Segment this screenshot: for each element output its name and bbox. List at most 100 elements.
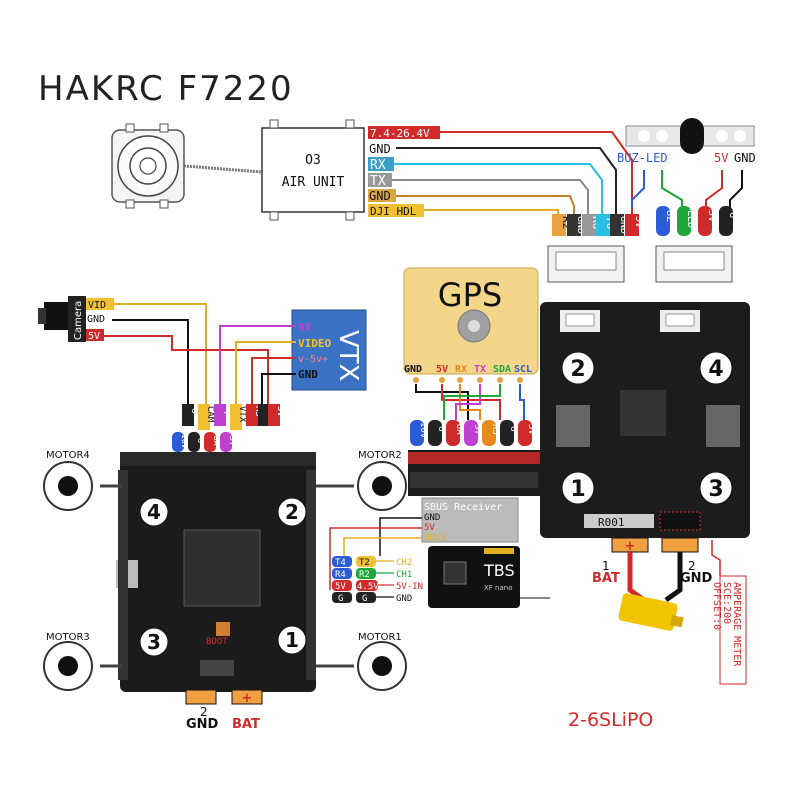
svg-text:5V: 5V [526, 424, 536, 435]
vtx-wires [219, 325, 296, 404]
dji-gnd2-label: GND [369, 189, 391, 203]
svg-text:3: 3 [147, 630, 161, 654]
svg-text:R4: R4 [335, 570, 346, 580]
buz-gnd-label: GND [734, 151, 756, 165]
svg-text:1: 1 [570, 477, 585, 502]
lipo-label: 2-6SLiPO [568, 709, 653, 731]
receiver-row-wires [376, 560, 394, 598]
gps-module: GPS GND 5V RX TX SDA SCL [403, 267, 539, 383]
motor4-icon [43, 461, 122, 511]
svg-text:R2: R2 [359, 570, 370, 580]
buzzer-icon [625, 118, 755, 154]
svg-text:CH1: CH1 [396, 570, 412, 580]
o3-camera-lens-icon [111, 123, 185, 209]
svg-text:G: G [189, 408, 199, 413]
svg-text:DA: DA [212, 436, 221, 446]
svg-text:10V: 10V [418, 422, 428, 439]
camera-wire-labels: VID GND 5V [86, 298, 114, 342]
svg-text:G: G [508, 426, 518, 431]
svg-text:v-5v+: v-5v+ [298, 354, 328, 365]
svg-text:4.5V: 4.5V [357, 582, 379, 592]
svg-text:5V: 5V [275, 406, 285, 417]
svg-text:5V: 5V [706, 210, 717, 222]
fc-battery-pads: + 2 GND BAT [185, 689, 263, 732]
o3-air-unit: O3 AIR UNIT [261, 119, 365, 221]
dji-hdl-label: DJI HDL [370, 205, 417, 218]
esc-battery-pads: + 1 BAT 2 GND [592, 537, 713, 586]
svg-text:2: 2 [285, 500, 299, 524]
buzzer-pads: BZ LED 5V G [656, 206, 738, 236]
svg-text:SDA: SDA [493, 364, 511, 375]
camera-icon: Camera [38, 296, 86, 342]
svg-text:DA: DA [454, 424, 464, 435]
gps-connector-board [408, 450, 540, 496]
svg-text:Camera: Camera [73, 301, 84, 340]
svg-text:VTX: VTX [333, 330, 363, 381]
svg-text:RX: RX [455, 364, 467, 375]
svg-text:10V: 10V [180, 434, 189, 449]
fc-motor-numbers: 4 2 3 1 [139, 497, 307, 657]
esc-top-pad-labels: R2 GND R6 T6 GND 5V [552, 214, 644, 236]
svg-text:CAM: CAM [205, 406, 215, 423]
svg-text:1: 1 [285, 628, 299, 652]
svg-text:VTX: VTX [237, 406, 247, 423]
svg-text:ST: ST [472, 424, 482, 435]
esc-numbers: 2 4 1 3 [561, 351, 733, 505]
amperage-meter-box: AMPERAGE METER SCE:200 OFFSET:0 [711, 540, 747, 685]
dji-rx-label: RX [370, 158, 386, 173]
svg-text:BAT: BAT [232, 717, 260, 732]
svg-text:5V-IN: 5V-IN [396, 582, 423, 592]
svg-text:5V: 5V [88, 331, 100, 342]
dji-gnd1-label: GND [369, 142, 391, 156]
svg-text:TBS: TBS [483, 561, 515, 580]
svg-text:GND: GND [680, 571, 713, 586]
svg-text:G: G [727, 212, 738, 218]
svg-text:2: 2 [570, 357, 585, 382]
air-unit-line1: O3 [305, 153, 321, 168]
svg-text:4: 4 [708, 357, 723, 382]
svg-text:LED: LED [685, 210, 696, 228]
svg-text:ST: ST [228, 436, 237, 446]
vtx-module: VTX RX VIDEO v-5v+ GND [291, 309, 367, 391]
svg-text:SCL: SCL [514, 364, 532, 375]
svg-text:+: + [242, 691, 253, 706]
fc-top-pad-labels: G CAM T VTX R3 G 5V [182, 404, 285, 430]
gps-pad-labels: 10V G DA ST R3 G 5V [410, 420, 536, 446]
air-unit-line2: AIR UNIT [282, 175, 345, 190]
svg-text:BOOT: BOOT [206, 637, 228, 647]
svg-text:5V: 5V [436, 364, 448, 375]
flight-controller-board: BOOT [116, 452, 316, 692]
svg-text:3: 3 [708, 477, 723, 502]
svg-text:G: G [436, 426, 446, 431]
receiver-rows: T4 T2 CH2 R4 R2 CH1 5V 4.5V 5V-IN G G GN… [332, 556, 423, 604]
svg-text:BAT: BAT [592, 571, 620, 586]
buzzer-wires [631, 170, 743, 208]
svg-text:GND: GND [618, 216, 629, 234]
svg-text:GND: GND [298, 368, 318, 381]
svg-text:GND: GND [87, 314, 105, 325]
svg-text:T2: T2 [359, 558, 370, 568]
svg-text:SCE:200: SCE:200 [721, 582, 732, 624]
dji-power-label: 7.4-26.4V [370, 127, 430, 140]
tbs-receiver: TBS XF nano [428, 546, 550, 608]
svg-text:GND: GND [186, 717, 219, 732]
svg-text:GND: GND [575, 216, 586, 234]
svg-text:G: G [196, 438, 205, 443]
svg-text:RX: RX [298, 321, 312, 334]
svg-text:VID: VID [88, 300, 106, 311]
motor3-label: MOTOR3 [46, 632, 90, 643]
xt60-battery-lead [618, 552, 684, 631]
dji-wire-labels: 7.4-26.4V GND RX TX GND DJI HDL [368, 126, 440, 218]
svg-text:GND: GND [424, 513, 440, 523]
svg-text:+: + [625, 539, 636, 554]
camera-wires [104, 303, 269, 404]
motor4-label: MOTOR4 [46, 450, 90, 461]
buz-led-label: BUZ-LED [617, 151, 668, 165]
sbus-receiver: SBUS Receiver GND 5V SBUS [421, 497, 519, 543]
svg-text:R3: R3 [490, 424, 500, 435]
page-title: HAKRC F7220 [38, 69, 294, 109]
svg-text:OFFSET:0: OFFSET:0 [711, 582, 722, 630]
dji-tx-label: TX [370, 174, 386, 189]
svg-text:T: T [221, 410, 231, 416]
motor2-icon [316, 461, 407, 511]
